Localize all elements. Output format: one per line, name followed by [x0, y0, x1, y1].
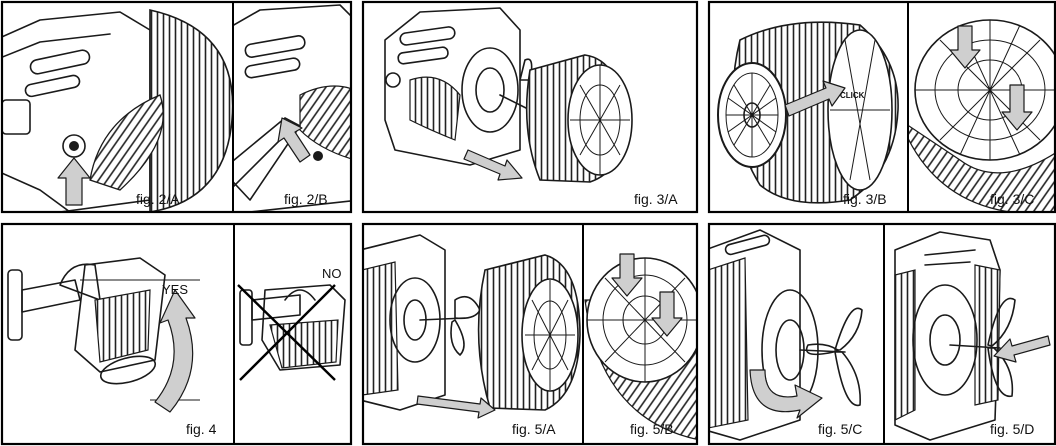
caption-fig-3a: fig. 3/A: [634, 191, 678, 207]
caption-fig-5c: fig. 5/C: [818, 421, 862, 437]
arrow-click-icon: [784, 80, 846, 117]
curved-arrow-icon: [749, 369, 823, 419]
panel-fig-2a: [2, 9, 233, 212]
arrow-down-icon: [1001, 84, 1033, 131]
arrow-diagonal-icon: [277, 117, 311, 163]
arrow-down-icon: [651, 291, 683, 337]
panel-fig-2b: [233, 4, 351, 212]
panel-fig-5a: [363, 234, 581, 419]
curved-arrow-up-icon: [154, 289, 196, 413]
panel-fig-3a: [384, 7, 633, 183]
panel-fig-3c: [908, 19, 1055, 212]
panel-frame-3a: [361, 0, 699, 214]
arrow-down-icon: [949, 25, 981, 69]
panel-frame-5cd: [707, 222, 1056, 446]
arrow-left-icon: [993, 335, 1051, 363]
panel-fig-5c: [709, 229, 863, 441]
caption-fig-5a: fig. 5/A: [512, 421, 556, 437]
caption-fig-4: fig. 4: [186, 421, 217, 437]
caption-fig-2b: fig. 2/B: [284, 191, 328, 207]
panel-fig-3b: CLICK: [717, 21, 899, 204]
label-yes: YES: [162, 282, 188, 297]
panel-frame-2: [0, 0, 353, 214]
arrow-right-icon: [463, 149, 523, 181]
panel-frame-3bc: [707, 0, 1056, 214]
panel-fig-5b: [584, 253, 697, 440]
panel-fig-no: NO: [237, 266, 346, 381]
caption-fig-5b: fig. 5/B: [630, 421, 674, 437]
label-click: CLICK: [840, 91, 865, 100]
arrow-down-icon: [611, 253, 643, 297]
panel-fig-5d: [894, 231, 1051, 441]
panel-frame-4: [0, 222, 353, 446]
caption-fig-2a: fig. 2/A: [136, 191, 180, 207]
cross-line: [239, 284, 336, 381]
panel-frame-5ab: [361, 222, 699, 446]
caption-fig-3b: fig. 3/B: [843, 191, 887, 207]
arrow-up-icon: [57, 157, 91, 206]
caption-fig-5d: fig. 5/D: [990, 421, 1034, 437]
arrow-right-icon: [416, 395, 496, 419]
panel-fig-4: YES: [7, 257, 200, 413]
label-no: NO: [322, 266, 342, 281]
caption-fig-3c: fig. 3/C: [990, 191, 1034, 207]
